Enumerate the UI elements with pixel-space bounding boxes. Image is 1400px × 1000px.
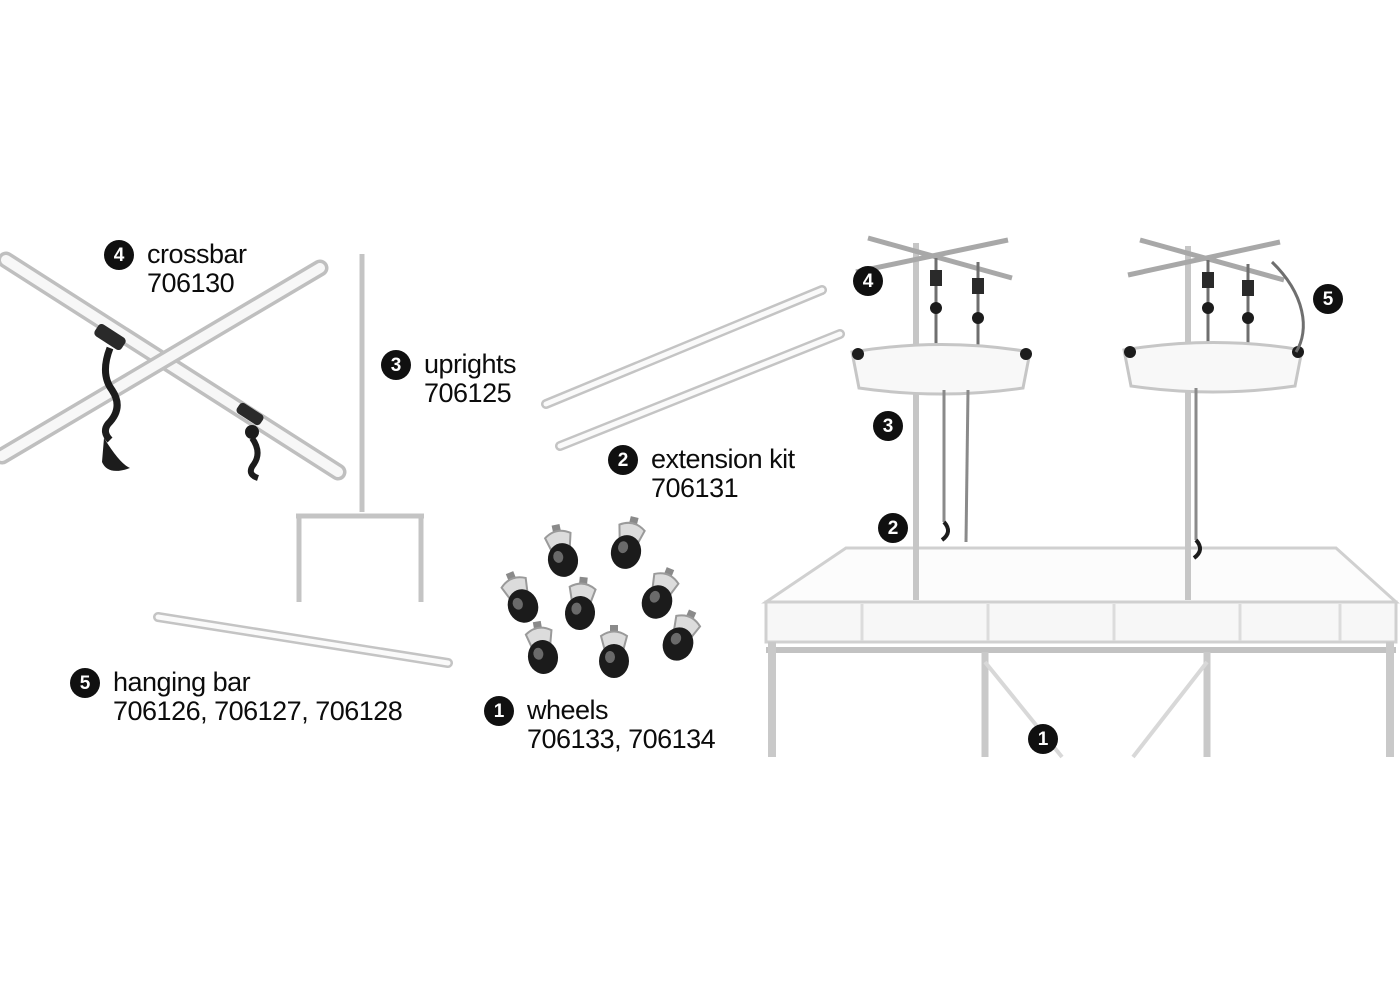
badge-crossbar: 4	[104, 240, 134, 270]
label-wheels: 1 wheels 706133, 706134	[484, 695, 716, 754]
label-uprights-title: uprights	[424, 349, 517, 379]
label-hanging-bar-part: 706126, 706127, 706128	[113, 696, 403, 726]
assembly-drawing	[761, 235, 1400, 759]
caster-wheel-icon	[610, 516, 646, 569]
label-uprights: 3 uprights 706125	[381, 349, 517, 408]
label-extension-kit: 2 extension kit 706131	[608, 445, 795, 503]
badge-wheels: 1	[484, 696, 514, 726]
crossbar-drawing	[0, 251, 347, 481]
badge-hanging-bar: 5	[70, 668, 100, 698]
callout-uprights: 3	[873, 411, 903, 441]
label-crossbar: 4 crossbar 706130	[104, 240, 247, 298]
label-crossbar-title: crossbar	[147, 239, 247, 269]
crossbar-hook-right-icon	[236, 402, 264, 481]
badge-extension-kit: 2	[608, 445, 638, 475]
caster-wheel-icon	[662, 609, 702, 661]
caster-wheel-icon	[524, 620, 559, 674]
caster-wheel-icon	[543, 523, 579, 577]
caster-wheel-icon	[599, 625, 629, 678]
crossbar-hook-left-icon	[94, 323, 130, 471]
wheels-drawing	[500, 516, 702, 678]
caster-wheel-icon	[641, 567, 680, 619]
label-uprights-part: 706125	[424, 378, 512, 408]
label-extension-kit-title: extension kit	[651, 444, 795, 474]
callout-hanging-bar: 5	[1313, 284, 1343, 314]
caster-wheel-icon	[500, 571, 539, 623]
uprights-drawing	[296, 254, 424, 602]
badge-uprights: 3	[381, 350, 411, 380]
label-crossbar-part: 706130	[147, 268, 235, 298]
callout-extension-kit: 2	[878, 513, 908, 543]
label-hanging-bar-title: hanging bar	[113, 667, 251, 697]
extension-kit-drawing	[541, 285, 845, 451]
label-hanging-bar: 5 hanging bar 706126, 706127, 706128	[70, 667, 403, 726]
callout-table: 1	[1028, 724, 1058, 754]
assembly-upright-left	[850, 235, 1032, 600]
label-wheels-part: 706133, 706134	[527, 724, 716, 754]
label-extension-kit-part: 706131	[651, 473, 739, 503]
label-wheels-title: wheels	[527, 695, 609, 725]
hanging-bar-drawing	[153, 612, 453, 668]
assembly-upright-right	[1122, 237, 1305, 600]
assembly-table	[761, 546, 1400, 759]
callout-crossbar: 4	[853, 266, 883, 296]
caster-wheel-icon	[564, 576, 597, 630]
